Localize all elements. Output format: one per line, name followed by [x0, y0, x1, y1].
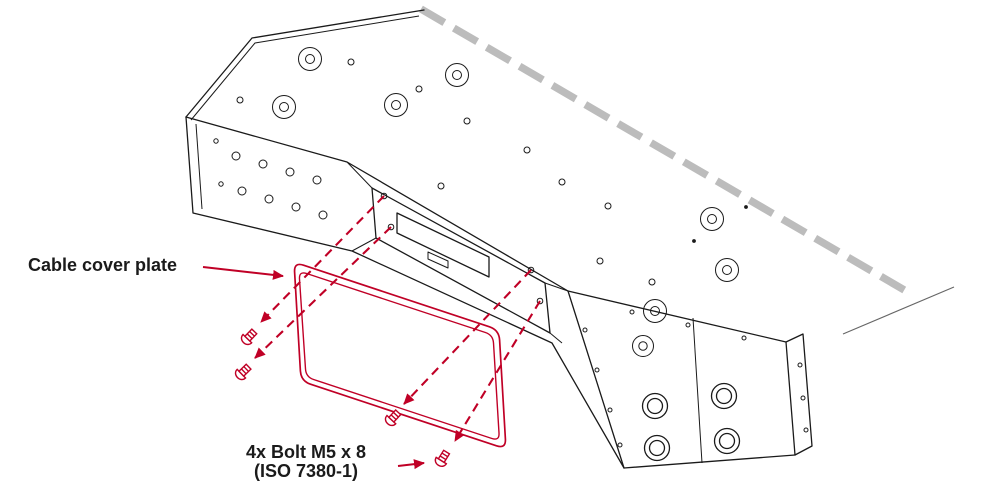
bolt-icon — [384, 409, 402, 427]
right-end-panel — [785, 333, 813, 456]
bolt-spec-label: 4x Bolt M5 x 8 (ISO 7380-1) — [210, 443, 402, 481]
leader-line-bolt-2 — [254, 226, 392, 359]
cable-recess — [346, 161, 569, 344]
bolt-leader-lines — [254, 195, 541, 442]
chassis-drawing — [185, 9, 813, 469]
leader-line-bolt-4 — [454, 300, 541, 442]
cover-plate — [293, 263, 507, 448]
right-face-holes — [641, 382, 741, 462]
bolt-icon — [434, 449, 451, 467]
label-arrows — [202, 266, 425, 470]
leader-line-bolt-1 — [260, 195, 385, 323]
cover-plate-outer-edge — [293, 263, 507, 448]
top-face-outline — [185, 9, 796, 469]
bolt-label-arrow — [397, 459, 425, 470]
edge-fastener-marks — [582, 309, 747, 448]
cover-plate-mount-holes — [380, 192, 544, 305]
bolt-spec-line2: (ISO 7380-1) — [253, 461, 359, 481]
right-front-face — [567, 290, 747, 469]
break-edge-thin-line — [842, 286, 955, 335]
bolt-spec-line1: 4x Bolt M5 x 8 — [245, 442, 367, 462]
bolt-icons — [234, 328, 451, 467]
leader-line-bolt-3 — [403, 269, 532, 405]
top-face-holes — [236, 47, 748, 357]
cover-plate-label: Cable cover plate — [28, 255, 178, 275]
cover-plate-inner-edge — [298, 272, 500, 440]
cable-slot — [396, 212, 490, 278]
left-front-face-holes — [213, 138, 328, 220]
bolt-icon — [240, 328, 258, 346]
bolt-icon — [234, 363, 252, 381]
cover-plate-label-arrow — [202, 266, 284, 280]
break-line — [419, 5, 955, 335]
